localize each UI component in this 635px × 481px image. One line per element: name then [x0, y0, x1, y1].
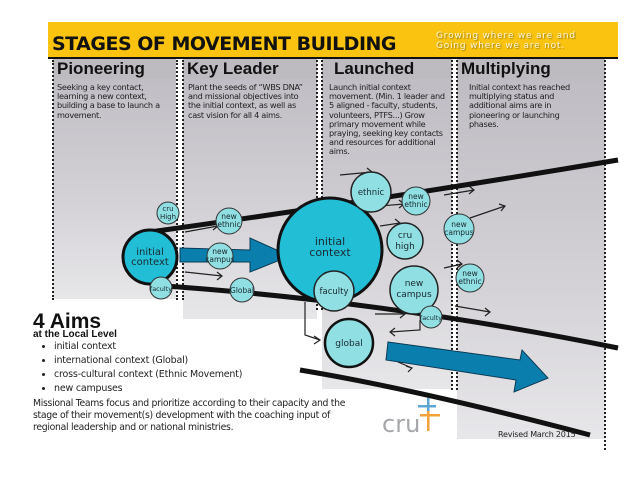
- divider-pioneering-keyleader-a: [176, 60, 178, 300]
- arrow-icon: [469, 203, 507, 219]
- tagline: Growing where we are and Going where we …: [436, 31, 576, 51]
- header-rule: [48, 57, 618, 59]
- divider-right-edge: [604, 60, 606, 450]
- svg-text:cru: cru: [398, 231, 412, 241]
- svg-text:campus: campus: [444, 228, 474, 237]
- arrow-icon: [443, 259, 463, 269]
- svg-text:new: new: [212, 247, 228, 256]
- bubble-stage2-faculty: faculty: [149, 276, 173, 300]
- svg-text:high: high: [395, 242, 415, 252]
- revised-date: Revised March 2015: [498, 430, 576, 439]
- svg-text:faculty: faculty: [420, 314, 442, 322]
- bubble-stage3-faculty: faculty: [313, 270, 355, 312]
- svg-text:ethnic: ethnic: [404, 200, 427, 209]
- svg-text:faculty: faculty: [150, 285, 172, 293]
- svg-text:new: new: [462, 269, 478, 278]
- arrow-icon: [454, 305, 491, 317]
- growth-arrow: [179, 237, 292, 273]
- bubble-stage2-global: Global: [229, 277, 255, 303]
- stage-desc-key-leader: Plant the seeds of “WBS DNA” and mission…: [188, 82, 303, 120]
- bubble-stage3-new-campus: new campus: [389, 265, 439, 315]
- svg-text:context: context: [131, 257, 169, 268]
- cru-logo: cru: [382, 398, 440, 438]
- svg-text:new: new: [221, 212, 237, 221]
- bubble-stage4-new-ethnic: new ethnic: [455, 263, 485, 293]
- svg-text:new: new: [405, 279, 424, 289]
- svg-text:new: new: [408, 192, 424, 201]
- header-banner: [48, 22, 618, 57]
- bubble-stage2-new-ethnic: new ethnic: [215, 207, 243, 235]
- bubble-stage3-ethnic: ethnic: [350, 171, 392, 213]
- divider-keyleader-launched-a: [316, 60, 318, 310]
- svg-text:ethnic: ethnic: [458, 277, 481, 286]
- arrow-icon: [389, 320, 421, 337]
- svg-text:global: global: [335, 339, 362, 349]
- aims-subtitle: at the Local Level: [33, 329, 117, 340]
- divider-left-edge: [52, 60, 54, 300]
- global-arrow: [385, 341, 549, 393]
- aims-title: 4 Aims: [33, 310, 102, 333]
- bubble-stage2-cru-high: cru High: [156, 201, 180, 225]
- svg-text:initial: initial: [136, 247, 164, 258]
- svg-text:context: context: [309, 246, 351, 259]
- svg-text:campus: campus: [205, 255, 235, 264]
- svg-text:ethnic: ethnic: [217, 220, 240, 229]
- aims-list-item: cross-cultural context (Ethnic Movement): [54, 368, 242, 382]
- bubble-stage3-faculty-small: faculty: [419, 305, 443, 329]
- stage-desc-multiplying: Initial context has reached multiplying …: [469, 82, 570, 129]
- svg-text:new: new: [451, 220, 467, 229]
- page-title: STAGES OF MOVEMENT BUILDING: [52, 33, 397, 55]
- stage-desc-launched: Launch initial context movement. (Min. 1…: [329, 82, 445, 157]
- bubble-stage4-new-campus: new campus: [443, 213, 475, 245]
- aims-list-item: initial context: [54, 340, 242, 354]
- svg-text:campus: campus: [396, 290, 432, 300]
- divider-pioneering-keyleader-b: [182, 60, 184, 300]
- funnel-line-bottom: [299, 367, 591, 438]
- tagline-line-2: Going where we are not.: [436, 41, 565, 51]
- tagline-line-1: Growing where we are and: [436, 31, 576, 41]
- aims-note: Missional Teams focus and prioritize acc…: [33, 398, 346, 433]
- stage-title-key-leader: Key Leader: [183, 59, 317, 79]
- svg-text:cru: cru: [382, 410, 420, 438]
- aims-list: initial context international context (G…: [44, 340, 242, 396]
- stage-title-multiplying: Multiplying: [457, 59, 605, 79]
- svg-text:ethnic: ethnic: [358, 188, 385, 198]
- arrow-icon: [397, 361, 414, 373]
- svg-text:High: High: [160, 213, 176, 221]
- stage-title-pioneering: Pioneering: [53, 59, 176, 79]
- stage-desc-pioneering: Seeking a key contact, learning a new co…: [57, 82, 160, 120]
- stage-title-launched: Launched: [322, 59, 452, 79]
- svg-text:initial: initial: [315, 235, 345, 248]
- bubble-stage3-global: global: [323, 317, 375, 369]
- arrow-icon: [184, 271, 223, 281]
- svg-text:Global: Global: [230, 286, 254, 295]
- svg-text:faculty: faculty: [320, 287, 349, 297]
- bubble-stage3-cru-high: cru high: [386, 222, 424, 260]
- arrow-icon: [304, 302, 322, 345]
- funnel-line-lower: [149, 282, 619, 351]
- aims-list-item: international context (Global): [54, 354, 242, 368]
- arrow-icon: [443, 185, 475, 196]
- bubble-stage3-new-ethnic: new ethnic: [401, 186, 431, 216]
- bubble-stage2-initial-context: initial context: [121, 228, 179, 286]
- bubble-stage2-new-campus: new campus: [205, 242, 235, 270]
- divider-keyleader-launched-b: [321, 60, 323, 310]
- svg-text:cru: cru: [162, 205, 173, 213]
- aims-list-item: new campuses: [54, 382, 242, 396]
